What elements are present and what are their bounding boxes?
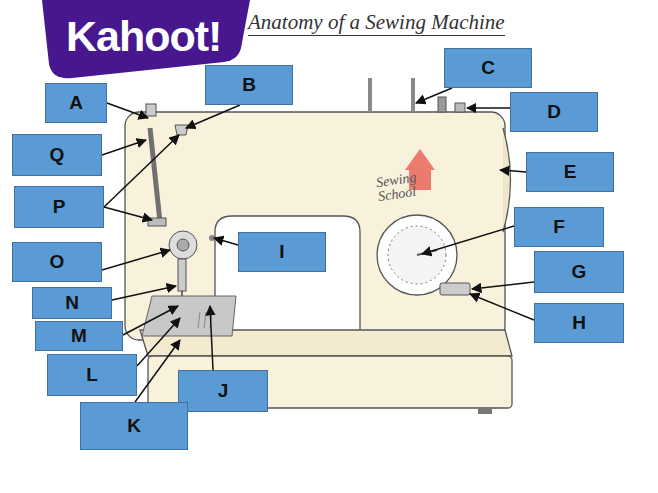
part-letter: H <box>572 312 586 334</box>
label-box: Q <box>12 134 102 176</box>
stitch-lever <box>440 283 470 295</box>
thread-guide <box>175 125 188 135</box>
thread-guide <box>146 104 156 116</box>
label-box: J <box>178 370 268 412</box>
part-letter: O <box>50 251 65 273</box>
leader-arrow <box>102 250 170 270</box>
leader-arrow <box>123 306 178 335</box>
leader-arrow <box>214 238 238 245</box>
part-letter: M <box>71 325 87 347</box>
part-letter: I <box>279 241 284 263</box>
leader-arrow <box>186 105 240 128</box>
label-box: L <box>47 354 137 396</box>
watermark-text: Sewing School <box>375 168 438 204</box>
leader-arrow <box>107 103 148 118</box>
handwheel <box>503 128 511 232</box>
spool-pin <box>411 78 415 112</box>
bobbin-winder-stop <box>455 103 465 112</box>
label-box: P <box>14 186 104 228</box>
label-box: D <box>510 92 598 132</box>
throat-opening <box>215 216 360 336</box>
leader-arrow <box>112 286 176 300</box>
part-letter: F <box>553 216 565 238</box>
label-box: I <box>238 232 326 272</box>
label-box: K <box>80 402 188 450</box>
label-box: A <box>45 83 107 123</box>
needle-bar <box>178 259 186 291</box>
part-letter: L <box>86 364 98 386</box>
machine-foot <box>478 408 492 414</box>
leader-arrow <box>104 135 179 207</box>
spool-pin <box>368 78 372 112</box>
feed-dog <box>198 312 200 328</box>
stitch-dial-scale <box>388 226 446 284</box>
tension-dial-center <box>177 239 189 251</box>
part-letter: C <box>481 57 495 79</box>
part-letter: Q <box>50 144 65 166</box>
leader-arrow <box>467 107 510 109</box>
label-box: G <box>534 251 624 293</box>
label-box: H <box>534 303 624 343</box>
label-box: E <box>526 152 614 192</box>
brand-logo: Kahoot! <box>66 12 221 61</box>
label-box: F <box>514 207 604 247</box>
part-letter: A <box>69 92 83 114</box>
part-letter: J <box>218 380 229 402</box>
feed-dog <box>204 312 206 328</box>
leader-arrow <box>500 170 526 172</box>
part-letter: D <box>547 101 561 123</box>
tension-dial <box>169 231 197 259</box>
diagram-title: Anatomy of a Sewing Machine <box>248 10 505 36</box>
label-box: B <box>205 65 293 105</box>
leader-arrow <box>210 306 213 370</box>
bobbin-winder <box>438 97 446 112</box>
needle-plate <box>142 296 236 336</box>
part-letter: G <box>572 261 587 283</box>
machine-body <box>125 112 505 340</box>
label-box: N <box>32 287 112 319</box>
leader-arrow <box>416 88 452 103</box>
leader-arrow <box>104 207 152 220</box>
part-letter: P <box>53 196 66 218</box>
leader-arrow <box>137 318 180 366</box>
label-box: M <box>35 321 123 351</box>
part-letter: E <box>564 161 577 183</box>
leader-arrow <box>422 226 514 254</box>
leader-arrow <box>135 340 180 402</box>
label-box: C <box>444 48 532 88</box>
part-letter: B <box>242 74 256 96</box>
part-letter: K <box>127 415 141 437</box>
take-up-lever <box>150 128 160 222</box>
leader-arrow <box>102 140 146 155</box>
leader-arrow <box>470 294 534 320</box>
label-box: O <box>12 242 102 282</box>
part-letter: N <box>65 292 79 314</box>
leader-arrow <box>472 282 534 289</box>
